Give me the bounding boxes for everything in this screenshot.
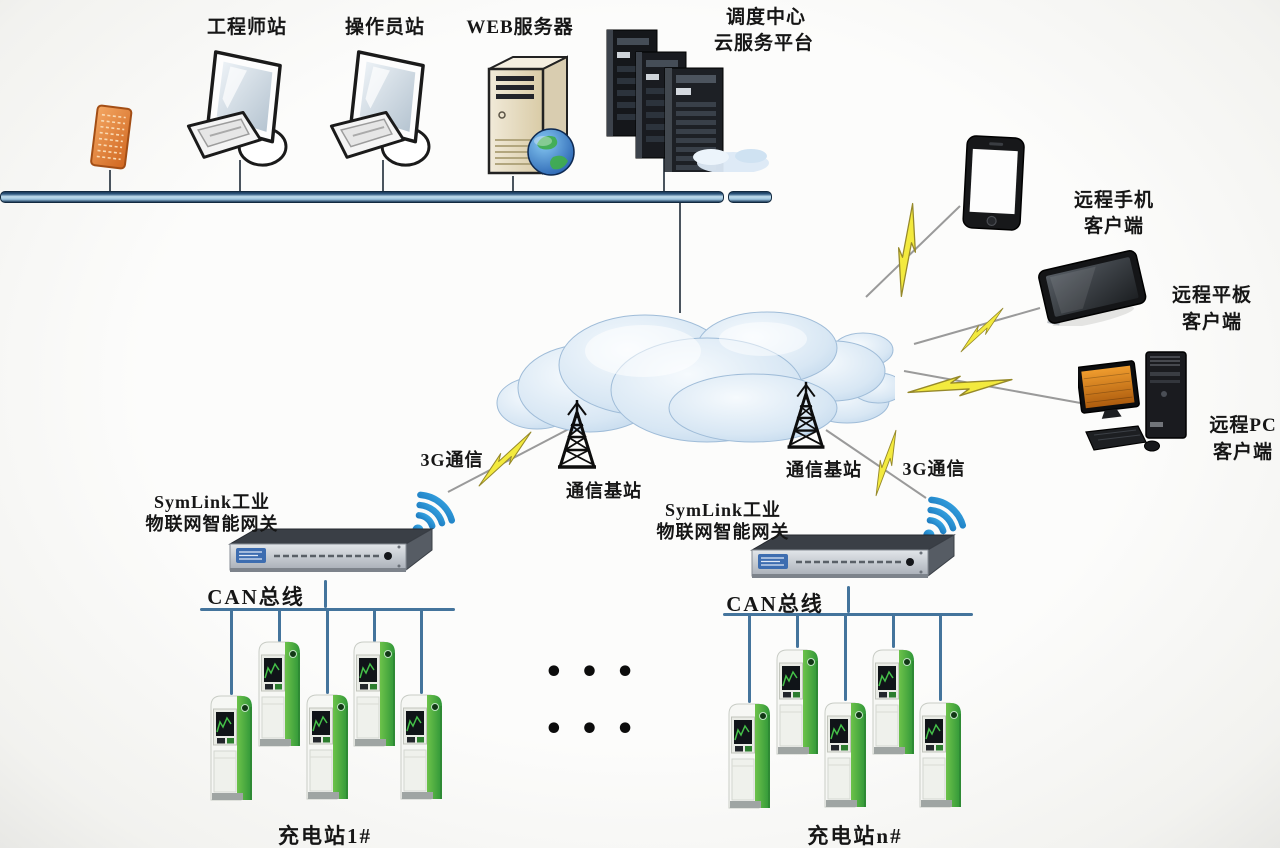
base-station-right-label: 通信基站 bbox=[786, 460, 862, 480]
charging-pile-icon bbox=[208, 694, 254, 802]
remote-pc-label-line1: 远程PC bbox=[1209, 415, 1277, 436]
charging-pile-icon bbox=[256, 640, 302, 748]
ellipsis-row2: • • • bbox=[544, 712, 638, 747]
cloud-tablet-link-line bbox=[913, 307, 1041, 345]
charging-pile-icon bbox=[822, 701, 868, 809]
gateway-left-label-line1: SymLink工业 bbox=[153, 492, 271, 512]
can-bus-right-line bbox=[723, 613, 973, 616]
charging-pile-icon bbox=[398, 693, 444, 801]
pile-drop-line bbox=[796, 613, 799, 648]
gateway-right-can-drop bbox=[847, 586, 850, 613]
charging-pile-icon bbox=[870, 648, 916, 756]
operator-bus-connector-line bbox=[382, 160, 384, 192]
operator-station-label: 操作员站 bbox=[344, 17, 426, 38]
lightning-icon bbox=[960, 307, 1004, 353]
gateway-right-label-line1: SymLink工业 bbox=[664, 500, 782, 520]
pile-drop-line bbox=[278, 608, 281, 642]
charging-pile-icon bbox=[351, 640, 397, 748]
pile-drop-line bbox=[230, 608, 233, 695]
operator-workstation-icon bbox=[328, 48, 448, 170]
webserver-bus-connector-line bbox=[512, 176, 514, 192]
ellipsis-row1: • • • bbox=[544, 655, 638, 690]
charging-pile-icon bbox=[304, 693, 350, 801]
remote-tablet-label-line1: 远程平板 bbox=[1171, 285, 1253, 306]
remote-pc-label-line2: 客户端 bbox=[1212, 442, 1274, 463]
phone-icon bbox=[953, 133, 1034, 237]
charging-pile-icon bbox=[726, 702, 772, 810]
network-chip-icon bbox=[88, 103, 134, 175]
station1-label: 充电站1# bbox=[278, 824, 372, 848]
antenna-tower-right-icon bbox=[782, 380, 830, 450]
pile-drop-line bbox=[420, 608, 423, 694]
tablet-icon bbox=[1036, 246, 1148, 326]
pile-drop-line bbox=[373, 608, 376, 642]
web-server-icon bbox=[473, 45, 578, 180]
stationN-label: 充电站n# bbox=[807, 824, 903, 848]
engineer-bus-connector-line bbox=[239, 160, 241, 192]
g3-right-label: 3G通信 bbox=[902, 459, 966, 479]
pile-drop-line bbox=[939, 613, 942, 701]
engineer-station-label: 工程师站 bbox=[206, 17, 288, 38]
gateway-left-can-drop bbox=[324, 580, 327, 608]
dispatch-center-label-line2: 云服务平台 bbox=[713, 33, 815, 54]
web-server-label: WEB服务器 bbox=[466, 17, 574, 38]
base-station-left-label: 通信基站 bbox=[566, 481, 642, 501]
can-bus-left-label: CAN总线 bbox=[207, 585, 305, 609]
remote-tablet-label-line2: 客户端 bbox=[1181, 312, 1243, 333]
remote-phone-label-line2: 客户端 bbox=[1083, 216, 1145, 237]
desktop-pc-icon bbox=[1078, 346, 1198, 456]
bus-cloud-connector-line bbox=[679, 201, 681, 313]
lightning-icon bbox=[907, 375, 1013, 397]
pile-drop-line bbox=[748, 613, 751, 703]
gateway-left-label-line2: 物联网智能网关 bbox=[145, 514, 279, 534]
antenna-tower-left-icon bbox=[553, 398, 601, 470]
dispatch-center-label-line1: 调度中心 bbox=[725, 7, 807, 28]
cloud-phone-link-line bbox=[865, 205, 961, 298]
charging-pile-icon bbox=[917, 701, 963, 809]
pile-drop-line bbox=[844, 613, 847, 701]
can-bus-right-label: CAN总线 bbox=[726, 592, 824, 616]
engineer-workstation-icon bbox=[185, 48, 305, 170]
pile-drop-line bbox=[326, 608, 329, 694]
pile-drop-line bbox=[892, 613, 895, 648]
g3-left-label: 3G通信 bbox=[420, 450, 484, 470]
remote-phone-label-line1: 远程手机 bbox=[1073, 190, 1155, 211]
cloud-pc-link-line bbox=[903, 370, 1087, 405]
ethernet-bus-bar-segment bbox=[728, 191, 772, 203]
dispatch-bus-connector-line bbox=[663, 145, 665, 192]
charging-pile-icon bbox=[774, 648, 820, 756]
chip-bus-connector-line bbox=[109, 170, 111, 192]
ethernet-bus-bar bbox=[0, 191, 724, 203]
gateway-right-label-line2: 物联网智能网关 bbox=[656, 522, 790, 542]
lightning-icon bbox=[897, 202, 917, 298]
